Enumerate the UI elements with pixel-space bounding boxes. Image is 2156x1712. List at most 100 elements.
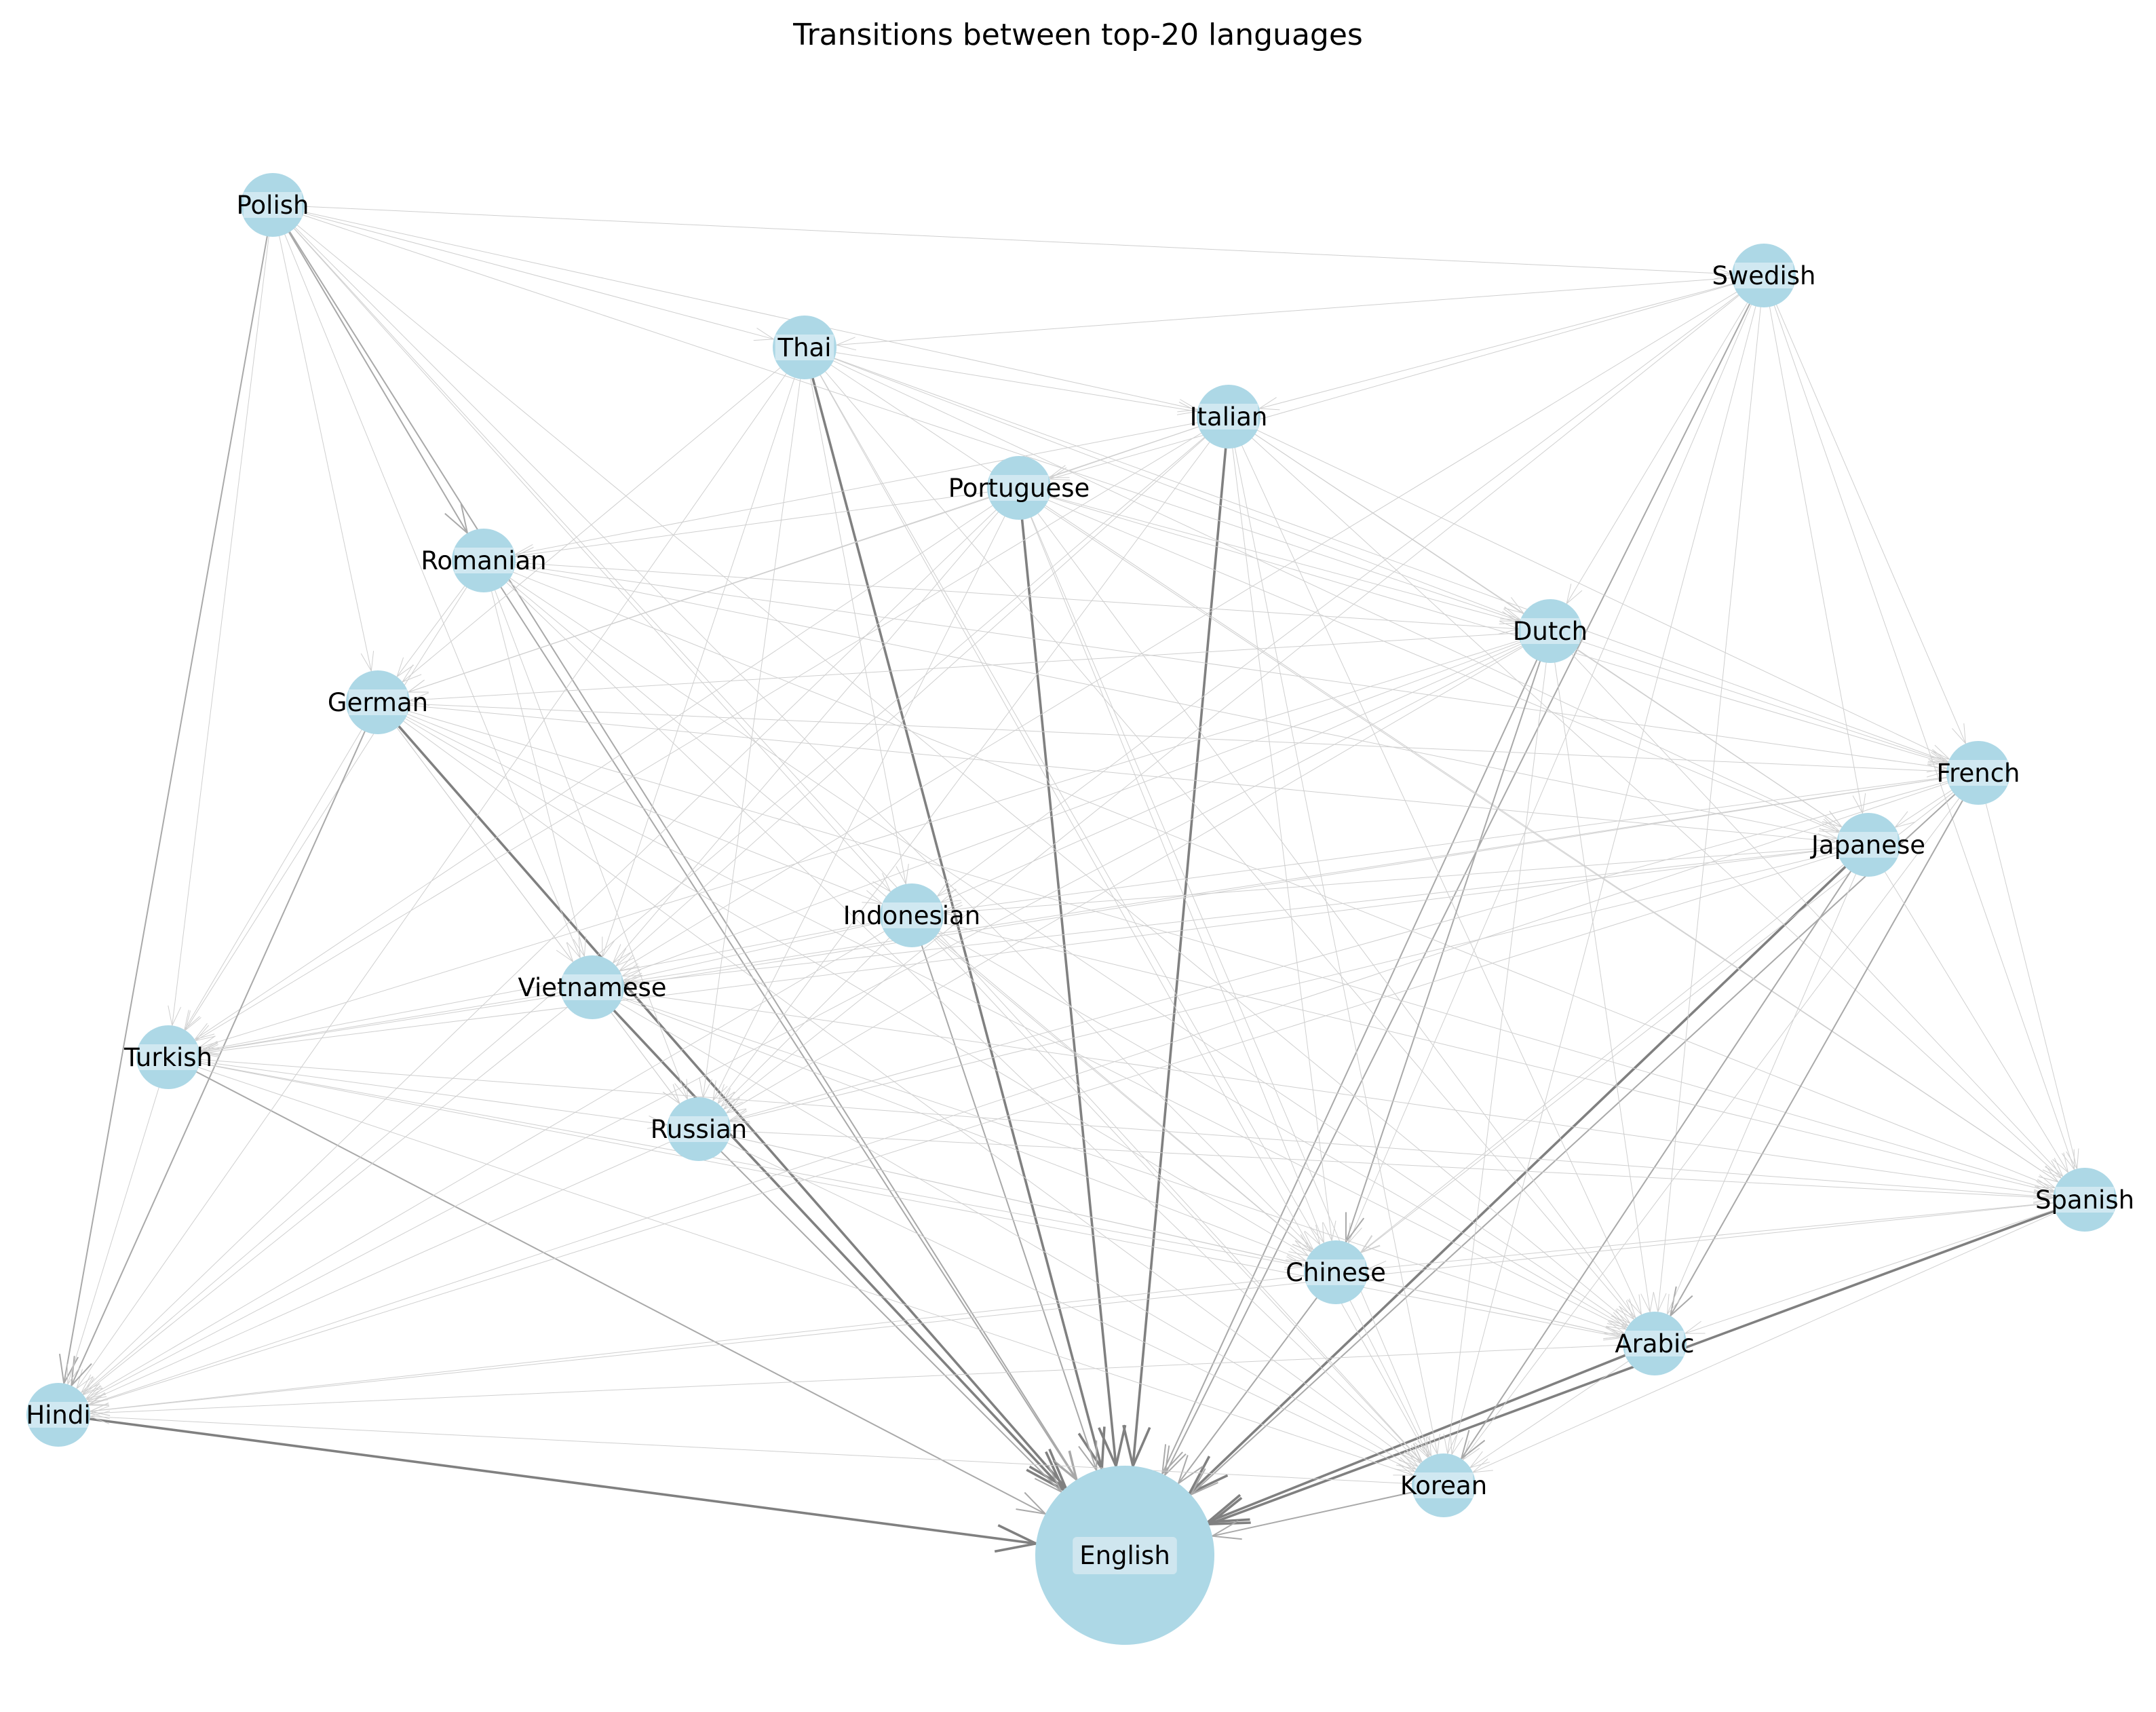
node-label-italian: Italian (1190, 402, 1268, 432)
nodes-layer: PolishSwedishThaiItalianPortugueseRomani… (26, 173, 2134, 1645)
node-band-swedish (1734, 263, 1794, 288)
node-chinese: Chinese (1286, 1240, 1386, 1304)
edge-dutch-to-vietnamese (621, 641, 1521, 977)
edge-italian-to-english (1122, 446, 1227, 1470)
node-hindi: Hindi (26, 1383, 91, 1447)
edge-portuguese-to-german (407, 497, 989, 693)
edge-swedish-to-russian (723, 294, 1739, 1110)
edge-portuguese-to-french (1049, 496, 1949, 765)
edge-turkish-to-english (195, 1071, 1047, 1515)
node-band-german (348, 689, 408, 715)
edge-arabic-to-english (1204, 1354, 1627, 1524)
edge-polish-to-turkish (168, 236, 269, 1027)
node-label-swedish: Swedish (1712, 261, 1815, 290)
edge-portuguese-to-english (1020, 518, 1127, 1470)
node-band-indonesian (882, 902, 942, 928)
edge-indonesian-to-chinese (936, 935, 1313, 1253)
node-label-romanian: Romanian (421, 546, 546, 575)
edge-polish-to-german (279, 235, 374, 672)
edge-german-to-indonesian (407, 713, 883, 905)
graph-title: Transitions between top-20 languages (792, 18, 1363, 52)
edge-romanian-to-dutch (515, 562, 1520, 634)
edge-vietnamese-to-hindi (82, 1006, 568, 1396)
edge-polish-to-dutch (303, 214, 1521, 622)
node-label-thai: Thai (777, 333, 831, 362)
node-band-turkish (138, 1044, 198, 1070)
edge-japanese-to-russian (729, 852, 1838, 1124)
edge-german-to-arabic (406, 716, 1628, 1330)
node-band-russian (669, 1116, 729, 1142)
edge-spanish-to-arabic (1684, 1209, 2055, 1334)
edge-italian-to-vietnamese (615, 437, 1206, 967)
node-italian: Italian (1190, 385, 1268, 449)
node-band-french (1948, 760, 2008, 786)
edge-dutch-to-russian (725, 647, 1523, 1114)
edge-indonesian-to-vietnamese (622, 921, 881, 983)
edge-spanish-to-english (1205, 1209, 2056, 1526)
edge-thai-to-japanese (833, 360, 1841, 832)
node-turkish: Turkish (123, 1025, 212, 1089)
node-polish: Polish (237, 173, 309, 237)
edge-japanese-to-chinese (1360, 864, 1844, 1253)
node-label-spanish: Spanish (2035, 1185, 2134, 1215)
node-label-german: German (328, 688, 428, 717)
edge-romanian-to-arabic (509, 577, 1630, 1327)
edge-french-to-korean (1462, 798, 1960, 1461)
node-label-portuguese: Portuguese (948, 474, 1090, 503)
edge-chinese-to-arabic (1366, 1278, 1625, 1339)
node-spanish: Spanish (2035, 1168, 2134, 1232)
node-label-korean: Korean (1400, 1471, 1487, 1500)
edge-swedish-to-english (1163, 303, 1750, 1477)
edge-romanian-to-turkish (185, 587, 467, 1031)
node-korean: Korean (1400, 1453, 1487, 1517)
node-german: German (328, 670, 428, 734)
edge-french-to-indonesian (942, 776, 1947, 915)
node-label-hindi: Hindi (26, 1401, 90, 1430)
node-label-chinese: Chinese (1286, 1258, 1386, 1287)
node-russian: Russian (651, 1097, 747, 1161)
edge-polish-to-vietnamese (284, 234, 581, 959)
edge-french-to-spanish (1985, 803, 2079, 1170)
edge-turkish-to-arabic (199, 1063, 1625, 1341)
node-vietnamese: Vietnamese (518, 955, 667, 1019)
edge-vietnamese-to-english (613, 1009, 1066, 1493)
edge-portuguese-to-spanish (1045, 505, 2060, 1183)
node-band-hindi (28, 1402, 88, 1428)
edge-turkish-to-russian (199, 1061, 668, 1129)
node-label-french: French (1937, 759, 2020, 788)
node-romanian: Romanian (421, 529, 547, 592)
edge-swedish-to-portuguese (1048, 284, 1734, 480)
node-english: English (1035, 1466, 1214, 1645)
edge-french-to-arabic (1669, 799, 1963, 1318)
edge-polish-to-thai (303, 212, 775, 341)
node-french: French (1937, 741, 2020, 805)
node-japanese: Japanese (1810, 813, 1925, 877)
edge-swedish-to-thai (835, 278, 1733, 351)
node-label-indonesian: Indonesian (843, 901, 980, 930)
edge-indonesian-to-hindi (85, 931, 885, 1400)
node-label-vietnamese: Vietnamese (518, 973, 666, 1002)
edge-thai-to-indonesian (810, 378, 909, 886)
edge-hindi-to-english (88, 1418, 1040, 1553)
edge-german-to-french (409, 703, 1948, 778)
node-band-thai (775, 335, 834, 360)
node-band-polish (243, 192, 303, 218)
edge-portuguese-to-romanian (514, 491, 988, 560)
edge-turkish-to-spanish (199, 1059, 2054, 1203)
node-swedish: Swedish (1712, 244, 1816, 307)
node-label-box-english (1073, 1537, 1177, 1574)
node-band-chinese (1306, 1259, 1366, 1285)
node-label-polish: Polish (237, 191, 309, 220)
node-label-arabic: Arabic (1615, 1329, 1694, 1358)
node-band-romanian (454, 548, 514, 573)
edge-turkish-to-korean (198, 1067, 1414, 1476)
edge-swedish-to-arabic (1653, 307, 1761, 1313)
edge-french-to-russian (728, 781, 1948, 1122)
edges-layer (58, 206, 2079, 1553)
edge-portuguese-to-turkish (193, 505, 993, 1040)
node-band-arabic (1625, 1331, 1685, 1356)
edge-vietnamese-to-turkish (198, 992, 562, 1056)
node-portuguese: Portuguese (948, 456, 1090, 520)
